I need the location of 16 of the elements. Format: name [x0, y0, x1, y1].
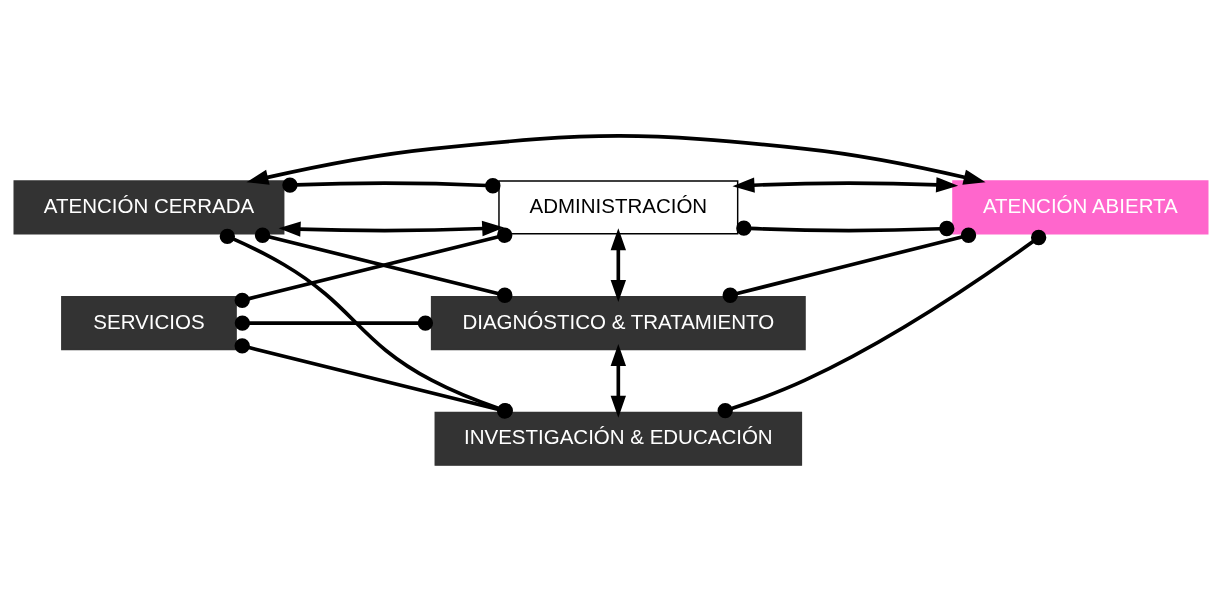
arrow — [246, 133, 986, 185]
arrow — [732, 176, 959, 193]
connector — [717, 229, 1047, 418]
connector — [282, 176, 501, 193]
node-box: INVESTIGACIÓN & EDUCACIÓN — [434, 411, 803, 466]
node-box: DIAGNÓSTICO & TRATAMIENTO — [430, 295, 806, 350]
connector — [722, 227, 977, 303]
node-box: ATENCIÓN ABIERTA — [952, 179, 1209, 234]
node-box: ATENCIÓN CERRADA — [13, 179, 285, 234]
arrow — [610, 227, 627, 302]
connector — [736, 219, 955, 236]
node-box: ADMINISTRACIÓN — [498, 179, 739, 234]
connector — [234, 314, 434, 331]
arrow — [610, 343, 627, 418]
node-box: SERVICIOS — [61, 295, 237, 350]
arrow — [278, 220, 505, 237]
